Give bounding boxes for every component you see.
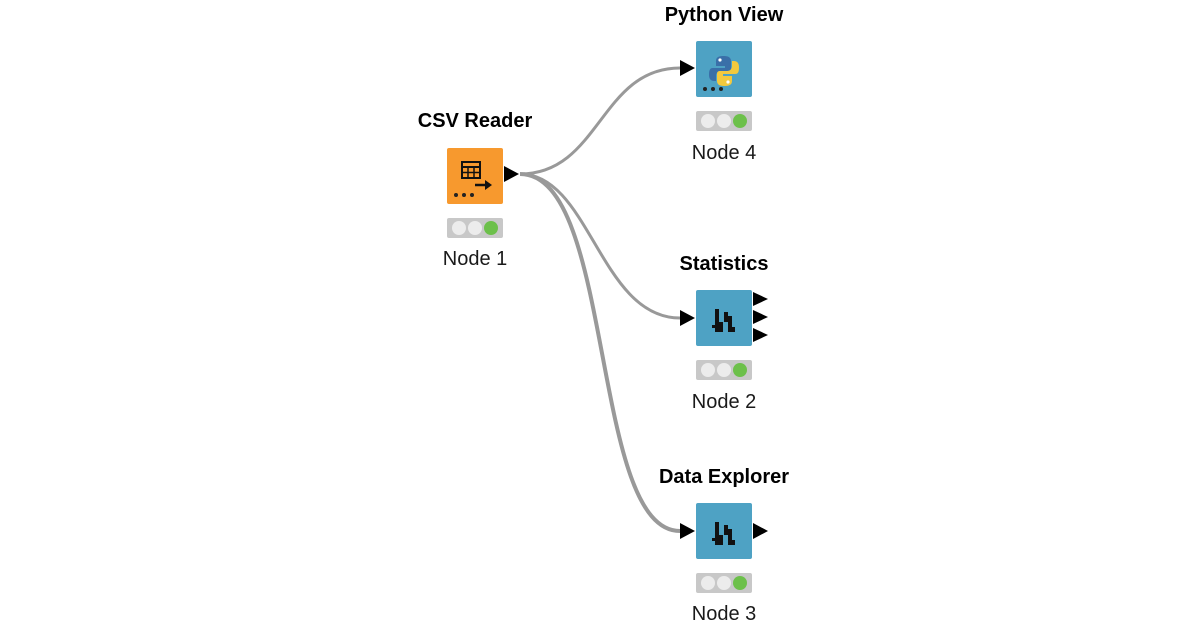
statistics-icon bbox=[712, 522, 735, 545]
status-traffic-light bbox=[696, 360, 752, 380]
status-light-red bbox=[701, 114, 715, 128]
output-port[interactable] bbox=[753, 523, 768, 539]
node-box[interactable] bbox=[696, 41, 752, 97]
status-light-yellow bbox=[717, 114, 731, 128]
statistics-icon bbox=[712, 309, 735, 332]
python-logo-icon bbox=[703, 56, 739, 91]
node-label[interactable]: Node 3 bbox=[691, 603, 757, 625]
connection-csv-to-explorer[interactable] bbox=[519, 172, 681, 533]
node-title: Statistics bbox=[679, 253, 769, 275]
connection-csv-to-statistics[interactable] bbox=[519, 172, 681, 320]
status-traffic-light bbox=[447, 218, 503, 238]
status-light-red bbox=[452, 221, 466, 235]
output-port[interactable] bbox=[753, 310, 768, 324]
node-box[interactable] bbox=[447, 148, 503, 204]
input-port[interactable] bbox=[680, 523, 695, 539]
output-port[interactable] bbox=[753, 292, 768, 306]
status-light-yellow bbox=[468, 221, 482, 235]
status-light-red bbox=[701, 576, 715, 590]
status-light-yellow bbox=[717, 576, 731, 590]
node-label[interactable]: Node 4 bbox=[691, 142, 757, 164]
node-box[interactable] bbox=[696, 503, 752, 559]
output-port[interactable] bbox=[504, 166, 519, 182]
input-port[interactable] bbox=[680, 310, 695, 326]
status-traffic-light bbox=[696, 111, 752, 131]
node-title: CSV Reader bbox=[417, 110, 533, 132]
status-light-yellow bbox=[717, 363, 731, 377]
node-title: Data Explorer bbox=[658, 466, 790, 488]
status-light-red bbox=[701, 363, 715, 377]
status-light-green bbox=[484, 221, 498, 235]
status-traffic-light bbox=[696, 573, 752, 593]
node-title: Python View bbox=[664, 4, 784, 26]
connection-csv-to-python[interactable] bbox=[519, 66, 681, 176]
output-port[interactable] bbox=[753, 328, 768, 342]
status-light-green bbox=[733, 114, 747, 128]
node-label[interactable]: Node 2 bbox=[691, 391, 757, 413]
node-label[interactable]: Node 1 bbox=[442, 248, 508, 270]
status-light-green bbox=[733, 576, 747, 590]
input-port[interactable] bbox=[680, 60, 695, 76]
status-light-green bbox=[733, 363, 747, 377]
node-box[interactable] bbox=[696, 290, 752, 346]
table-arrow-icon bbox=[454, 161, 492, 197]
